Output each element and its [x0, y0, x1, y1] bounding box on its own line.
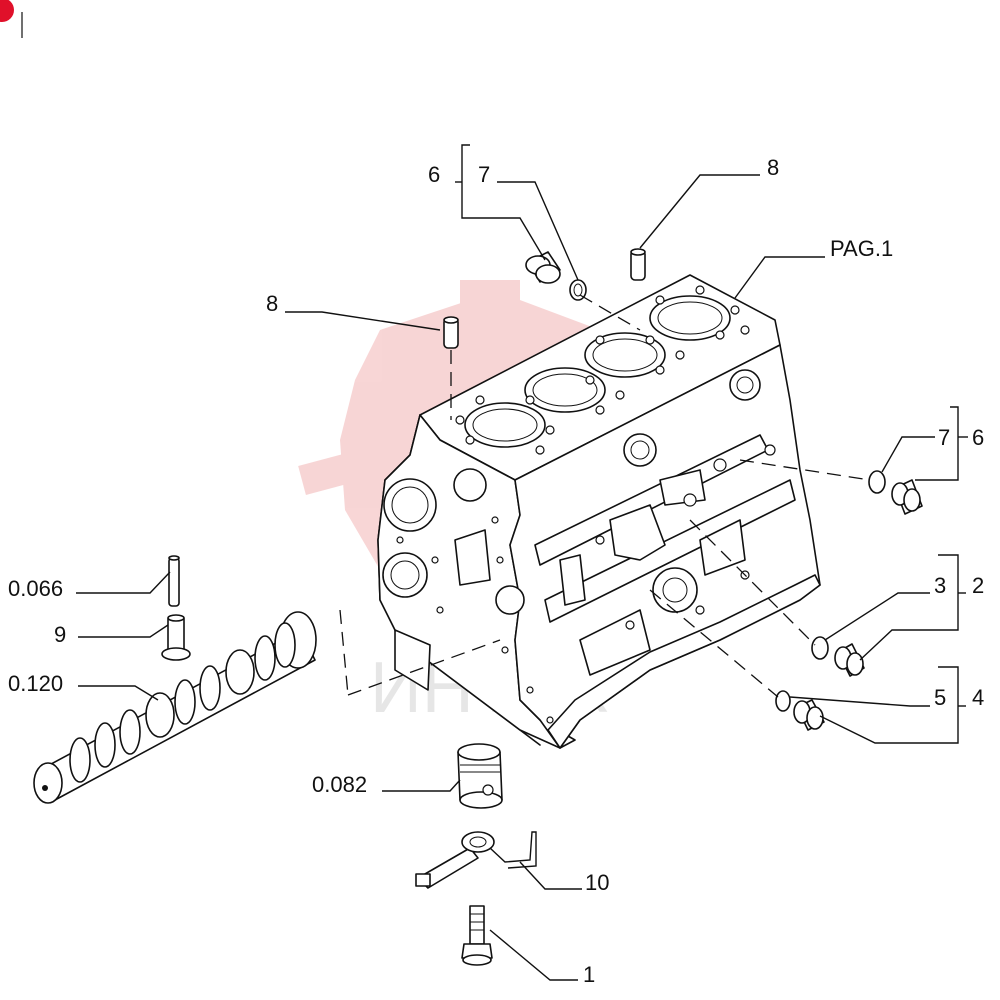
dowel-top-right: [630, 248, 646, 281]
label-3[interactable]: 3: [934, 573, 946, 598]
label-8-left[interactable]: 8: [266, 291, 278, 316]
plug-top: [525, 251, 561, 284]
label-10[interactable]: 10: [585, 870, 609, 895]
deck-holes: [455, 285, 750, 455]
label-2[interactable]: 2: [972, 573, 984, 598]
dowel-left: [443, 316, 459, 349]
label-0066[interactable]: 0.066: [8, 576, 63, 601]
label-0082[interactable]: 0.082: [312, 772, 367, 797]
label-5[interactable]: 5: [934, 685, 946, 710]
plug-lower: [793, 699, 825, 731]
camshaft: [33, 611, 317, 804]
oil-jet: [415, 831, 537, 889]
label-4[interactable]: 4: [972, 685, 984, 710]
oring-mid: [811, 636, 829, 660]
label-1[interactable]: 1: [583, 962, 595, 987]
corner-logo: [0, 0, 23, 38]
leader-lines: [76, 144, 968, 981]
pin-0066: [168, 555, 180, 607]
plug-mid: [834, 643, 865, 677]
label-7-right[interactable]: 7: [938, 425, 950, 450]
bolt: [461, 905, 493, 966]
label-6-right[interactable]: 6: [972, 425, 984, 450]
label-0120[interactable]: 0.120: [8, 671, 63, 696]
bushing-9: [161, 614, 191, 661]
oring-lower: [775, 690, 791, 712]
oring-right-upper: [868, 470, 886, 494]
plug-right-upper: [891, 479, 923, 515]
label-6-top[interactable]: 6: [428, 162, 440, 187]
piston: [457, 743, 503, 809]
label-7-top[interactable]: 7: [478, 162, 490, 187]
label-9[interactable]: 9: [54, 622, 66, 647]
label-8-top-right[interactable]: 8: [767, 155, 779, 180]
label-pag1[interactable]: PAG.1: [830, 236, 893, 261]
